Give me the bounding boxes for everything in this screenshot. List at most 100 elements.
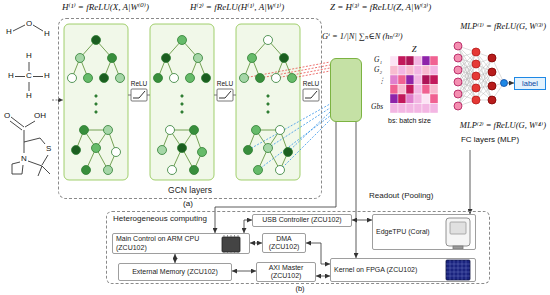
graph-vertex <box>276 126 285 135</box>
note: bs: batch size <box>388 117 431 125</box>
connector <box>356 122 357 258</box>
atom-label: O <box>26 20 32 29</box>
chemical-bond <box>12 174 22 175</box>
matrix-cell <box>430 94 438 104</box>
matrix-cell <box>430 56 438 66</box>
ellipsis-dot <box>95 111 97 113</box>
chemical-bond <box>38 166 42 176</box>
connector <box>352 220 372 221</box>
matrix-cell <box>398 75 406 85</box>
graph-vertex <box>104 166 113 175</box>
pooling-line <box>280 120 330 170</box>
row-label: G₂ <box>374 66 382 74</box>
neuron <box>472 84 480 92</box>
relu-curve <box>133 91 145 98</box>
fpga-grid <box>450 260 451 280</box>
matrix-cell <box>406 85 414 95</box>
connector <box>215 122 336 233</box>
chip-pin <box>234 235 235 237</box>
graph-vertex <box>284 148 293 157</box>
graph-vertex <box>108 54 117 63</box>
graph-vertex <box>264 144 273 153</box>
neuron <box>454 102 462 110</box>
line <box>147 95 150 96</box>
relu-curve <box>305 91 317 98</box>
graph-vertex <box>252 126 261 135</box>
atom-label: H <box>44 30 50 39</box>
formula: Gⁱ = 1/|N| ∑ₙ∈N (hₙ⁽³⁾) <box>322 32 403 41</box>
usb-controller-box: USB Controller (ZCU102) <box>252 214 352 227</box>
neuron <box>488 54 496 62</box>
graph-vertex <box>92 144 101 153</box>
neuron <box>488 82 496 90</box>
chemical-bond <box>29 62 30 71</box>
graph-vertex <box>80 126 89 135</box>
formula: MLP⁽²⁾ = fReLU(G, W⁽⁴⁾) <box>460 121 546 130</box>
chemical-bond <box>28 161 42 166</box>
cpu-chip <box>222 237 240 252</box>
formula: H⁽¹⁾ = fReLU(X, A|W⁽⁰⁾) <box>62 3 149 13</box>
graph-vertex <box>168 166 177 175</box>
connector <box>306 243 330 264</box>
matrix-cell <box>398 66 406 76</box>
gcn-layer-box <box>64 24 128 180</box>
fpga-grid <box>454 260 455 280</box>
neuron <box>472 96 480 104</box>
matrix-cell <box>422 94 430 104</box>
chemical-bond <box>42 155 48 165</box>
graph-vertex <box>92 36 101 45</box>
matrix-cell <box>390 66 398 76</box>
matrix-cell <box>422 56 430 66</box>
matrix-cell <box>390 75 398 85</box>
ellipsis-dot <box>267 95 269 97</box>
matrix-cell <box>422 66 430 76</box>
graph-vertex <box>272 74 281 83</box>
neuron <box>472 60 480 68</box>
relu-icon <box>303 89 319 101</box>
cpu-box: Main Control on ARM CPU (ZCU102) <box>112 233 250 254</box>
fpga-grid <box>466 260 467 280</box>
chemical-bond <box>15 76 25 77</box>
chemical-bond <box>33 25 43 31</box>
chip-pin <box>238 235 239 237</box>
matrix-cell <box>406 94 414 104</box>
gcn-layer-box <box>150 24 214 180</box>
readout-box: Readout (Pooling) <box>330 58 362 122</box>
matrix-cell <box>398 56 406 66</box>
graph-vertex <box>76 54 85 63</box>
matrix-cell <box>398 94 406 104</box>
graph-vertex <box>194 54 203 63</box>
matrix-cell <box>422 75 430 85</box>
matrix-cell <box>414 75 422 85</box>
ellipsis-dot <box>267 111 269 113</box>
ellipsis-dot <box>95 103 97 105</box>
matrix-cell <box>406 104 414 114</box>
graph-vertex <box>276 166 285 175</box>
pooling-line <box>248 104 330 150</box>
graph-vertex <box>240 74 249 83</box>
matrix-cell <box>414 66 422 76</box>
graph-vertex <box>178 144 187 153</box>
memory-box: External Memory (ZCU102) <box>118 263 232 281</box>
node-text: Main Control on ARM CPU (ZCU102) <box>116 235 219 251</box>
fpga-kernel-box: Kernel on FPGA (ZCU102) <box>330 258 476 282</box>
edgetpu-device <box>446 218 470 246</box>
axi-master-box: AXI Master (ZCU102) <box>256 262 316 282</box>
caption-label: FC layers (MLP) <box>461 136 519 145</box>
output-box: label <box>514 77 546 90</box>
graph-vertex <box>170 74 179 83</box>
graph-vertex <box>256 74 265 83</box>
neuron <box>488 96 496 104</box>
graph-vertex <box>82 166 91 175</box>
ellipsis-dot <box>181 103 183 105</box>
formula: MLP⁽¹⁾ = fReLU(G, W⁽³⁾) <box>460 22 546 31</box>
atom-label: H <box>8 72 14 81</box>
atom-label: N <box>21 155 27 164</box>
line <box>233 95 236 96</box>
matrix-cell <box>390 85 398 95</box>
matrix-cell <box>430 85 438 95</box>
graph-vertex <box>288 74 297 83</box>
graph-vertex <box>112 148 121 157</box>
